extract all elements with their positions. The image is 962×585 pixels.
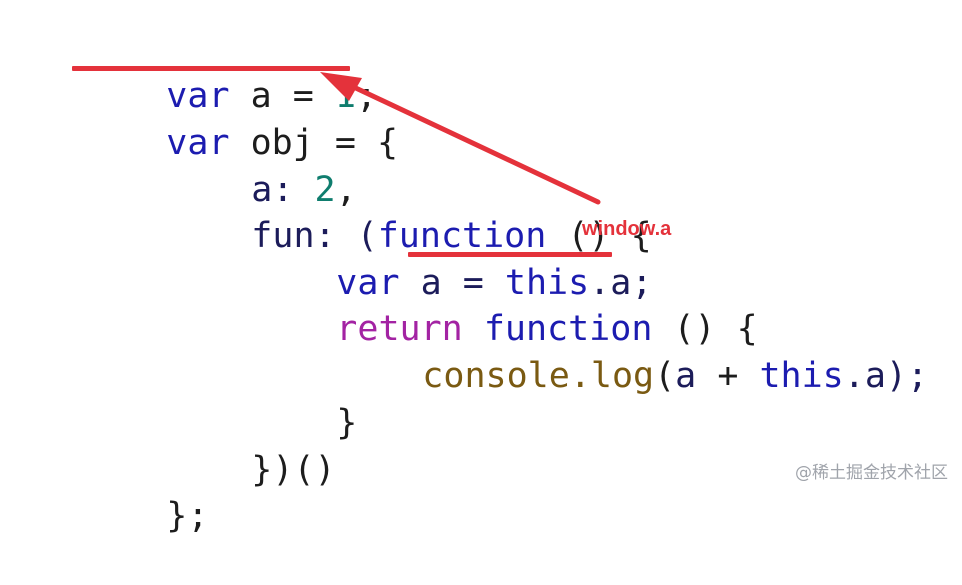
code-line-3: a: 2, xyxy=(251,170,357,210)
keyword: this xyxy=(504,263,590,303)
keyword: function xyxy=(377,216,547,256)
watermark: @稀土掘金技术社区 xyxy=(795,463,948,483)
keyword: return xyxy=(336,309,463,349)
code-line-2: var obj = { xyxy=(166,123,399,163)
code-line-8: } xyxy=(336,403,358,443)
code-line-5: var a = this.a; xyxy=(336,263,653,303)
keyword: var xyxy=(166,123,230,163)
code-line-9: })() xyxy=(251,450,336,490)
underline-this-a xyxy=(408,252,612,257)
keyword: var xyxy=(166,76,230,116)
function-call: console.log xyxy=(422,356,655,396)
code-line-1: var a = 1; xyxy=(166,76,378,116)
underline-var-a xyxy=(72,66,350,71)
code-line-6: return function () { xyxy=(336,309,758,349)
keyword: function xyxy=(483,309,653,349)
annotation-arrow-icon xyxy=(320,72,601,205)
code-line-4: fun: (function () { xyxy=(251,216,652,256)
code-editor: var a = 1; var obj = { a: 2, fun: (funct… xyxy=(166,76,929,536)
keyword: this xyxy=(759,356,844,396)
annotation-label: window.a xyxy=(582,218,672,240)
keyword: var xyxy=(336,263,400,303)
number-literal: 2 xyxy=(314,170,336,210)
code-line-7: console.log(a + this.a); xyxy=(422,356,929,396)
